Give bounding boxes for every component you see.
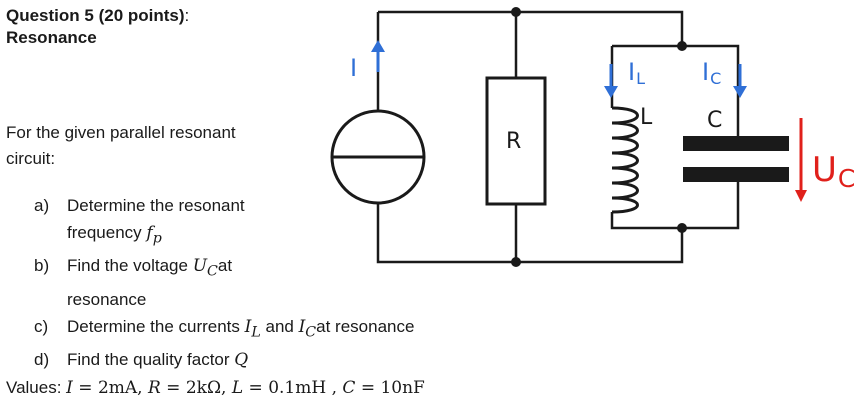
value-i-symbol: I bbox=[66, 378, 73, 398]
ic-label: IC bbox=[702, 58, 721, 88]
question-a-subscript: p bbox=[152, 230, 162, 247]
question-number: Question 5 bbox=[6, 6, 94, 25]
capacitor: C bbox=[683, 108, 789, 182]
top-wire bbox=[378, 10, 740, 136]
question-d-symbol: Q bbox=[234, 350, 249, 371]
junction-dots bbox=[511, 7, 687, 267]
uc-arrow bbox=[795, 118, 807, 202]
question-a-symbol: f bbox=[146, 223, 153, 243]
arrow-up-icon bbox=[371, 40, 385, 52]
question-d-line-1: Find the quality factor Q bbox=[67, 346, 414, 374]
capacitor-bottom-plate bbox=[683, 167, 789, 182]
capacitor-top-plate bbox=[683, 136, 789, 151]
question-a-text: frequency bbox=[67, 223, 147, 242]
junction-top bbox=[511, 7, 521, 17]
inductor-top-wire bbox=[610, 44, 682, 108]
question-a-line-1: Determine the resonant bbox=[67, 196, 245, 215]
question-c-symbol-2: I bbox=[298, 316, 306, 337]
question-c-line-1: Determine the currents IL and ICat reson… bbox=[67, 313, 414, 346]
value-r: = 2kΩ, bbox=[160, 378, 232, 398]
values-label: Values: bbox=[6, 378, 67, 397]
lc-bottom-wire bbox=[610, 182, 740, 230]
question-item-b: b) Find the voltage UCat resonance bbox=[34, 252, 414, 312]
question-b-after: at bbox=[217, 256, 233, 276]
question-label-b: b) bbox=[34, 256, 50, 276]
bottom-wire bbox=[514, 204, 684, 264]
arrow-down-icon bbox=[733, 86, 747, 98]
question-topic: Resonance bbox=[6, 28, 97, 47]
value-c: = 10nF bbox=[355, 378, 425, 398]
question-c-subscript-1: L bbox=[251, 324, 261, 341]
value-r-symbol: R bbox=[147, 378, 161, 398]
inductor-label: L bbox=[640, 105, 653, 130]
uc-label-sub: C bbox=[838, 164, 855, 193]
ic-label-main: I bbox=[702, 58, 709, 86]
ic-label-sub: C bbox=[710, 69, 721, 88]
inductor: L bbox=[611, 105, 653, 214]
il-label-sub: L bbox=[636, 69, 645, 88]
arrow-down-icon bbox=[795, 190, 807, 202]
question-b-line-1: Find the voltage UCat bbox=[67, 252, 414, 285]
source-current-arrow bbox=[371, 40, 385, 72]
question-c-symbol-1: I bbox=[244, 316, 252, 337]
il-label: IL bbox=[628, 58, 645, 88]
question-label-c: c) bbox=[34, 316, 49, 336]
intro-text: For the given parallel resonant circuit: bbox=[6, 120, 236, 172]
junction-lc-top bbox=[677, 41, 687, 51]
current-source bbox=[330, 109, 426, 205]
intro-line-2: circuit: bbox=[6, 149, 56, 168]
question-b-symbol: U bbox=[192, 256, 208, 277]
il-label-main: I bbox=[628, 58, 635, 86]
uc-label: UC bbox=[812, 150, 855, 193]
question-b-line-2: resonance bbox=[67, 289, 147, 309]
resistor: R bbox=[485, 76, 547, 206]
question-c-subscript-2: C bbox=[305, 324, 317, 341]
uc-label-main: U bbox=[812, 150, 837, 190]
question-points: (20 points) bbox=[98, 6, 185, 25]
question-title-block: Question 5 (20 points): Resonance bbox=[6, 5, 189, 49]
question-list: a) Determine the resonant frequency fp b… bbox=[34, 192, 414, 374]
question-label-a: a) bbox=[34, 196, 50, 215]
capacitor-label: C bbox=[707, 108, 722, 133]
question-item-a: a) Determine the resonant frequency fp bbox=[34, 192, 414, 252]
junction-lc-bottom bbox=[677, 223, 687, 233]
inductor-coil bbox=[611, 106, 639, 214]
question-c-after: at resonance bbox=[316, 316, 415, 336]
question-label-d: d) bbox=[34, 350, 50, 370]
junction-bottom bbox=[511, 257, 521, 267]
value-c-symbol: C bbox=[342, 378, 356, 398]
question-item-c: c) Determine the currents IL and ICat re… bbox=[34, 313, 414, 346]
title-colon: : bbox=[184, 6, 190, 25]
resistor-body bbox=[485, 76, 547, 206]
values-line: Values: I = 2mA, R = 2kΩ, L = 0.1mH , C … bbox=[6, 376, 425, 400]
question-c-text: Determine the currents bbox=[67, 316, 245, 336]
question-a-line-2: frequency fp bbox=[67, 219, 414, 252]
question-b-subscript: C bbox=[207, 263, 218, 280]
question-b-text: Find the voltage bbox=[67, 256, 193, 276]
arrow-down-icon bbox=[604, 86, 618, 98]
question-item-d: d) Find the quality factor Q bbox=[34, 346, 414, 374]
value-i: = 2mA, bbox=[72, 378, 148, 398]
resistor-label: R bbox=[506, 129, 521, 154]
ic-arrow bbox=[733, 64, 747, 98]
il-arrow bbox=[604, 64, 618, 98]
source-current-label: I bbox=[350, 54, 357, 82]
source-bottom-wire bbox=[376, 204, 516, 264]
question-d-text: Find the quality factor bbox=[67, 350, 235, 370]
circuit-wires bbox=[376, 10, 740, 264]
intro-line-1: For the given parallel resonant bbox=[6, 123, 236, 142]
value-l-symbol: L bbox=[231, 378, 244, 398]
value-l: = 0.1mH , bbox=[243, 378, 343, 398]
question-c-mid: and bbox=[260, 316, 299, 336]
